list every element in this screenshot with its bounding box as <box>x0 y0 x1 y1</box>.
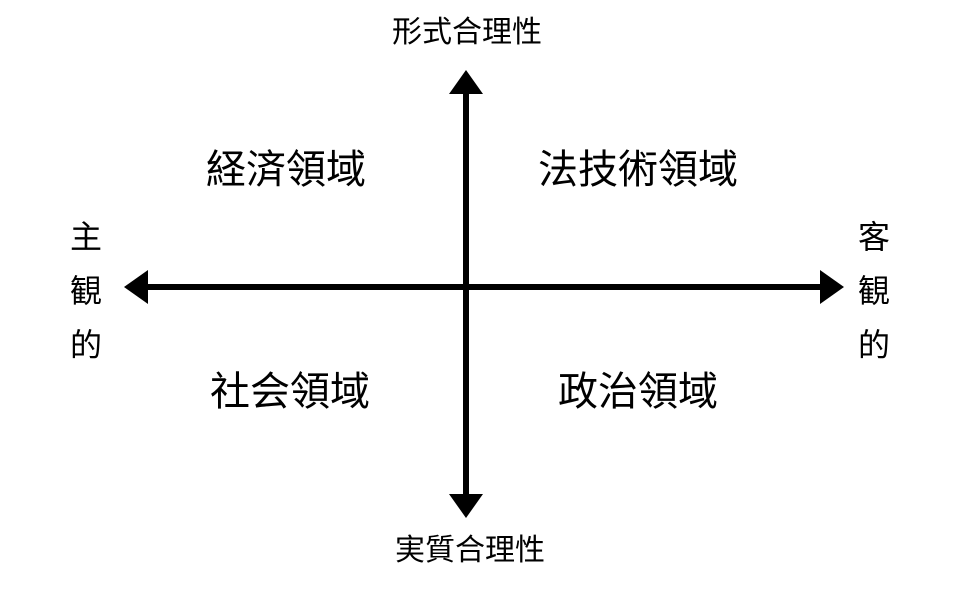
arrowhead-down-icon <box>449 494 483 518</box>
axis-label-objective: 客観的 <box>857 218 890 364</box>
arrowhead-right-icon <box>820 270 844 304</box>
quadrant-legal-technical-domain: 法技術領域 <box>538 147 738 193</box>
arrowhead-up-icon <box>449 70 483 94</box>
axis-label-formal-rationality: 形式合理性 <box>392 15 542 50</box>
quadrant-economic-domain: 経済領域 <box>206 147 366 193</box>
quadrant-political-domain: 政治領域 <box>558 369 718 415</box>
axis-label-substantive-rationality: 実質合理性 <box>395 533 545 568</box>
quadrant-social-domain: 社会領域 <box>210 369 370 415</box>
axis-label-subjective: 主観的 <box>69 218 102 364</box>
arrowhead-left-icon <box>124 270 148 304</box>
